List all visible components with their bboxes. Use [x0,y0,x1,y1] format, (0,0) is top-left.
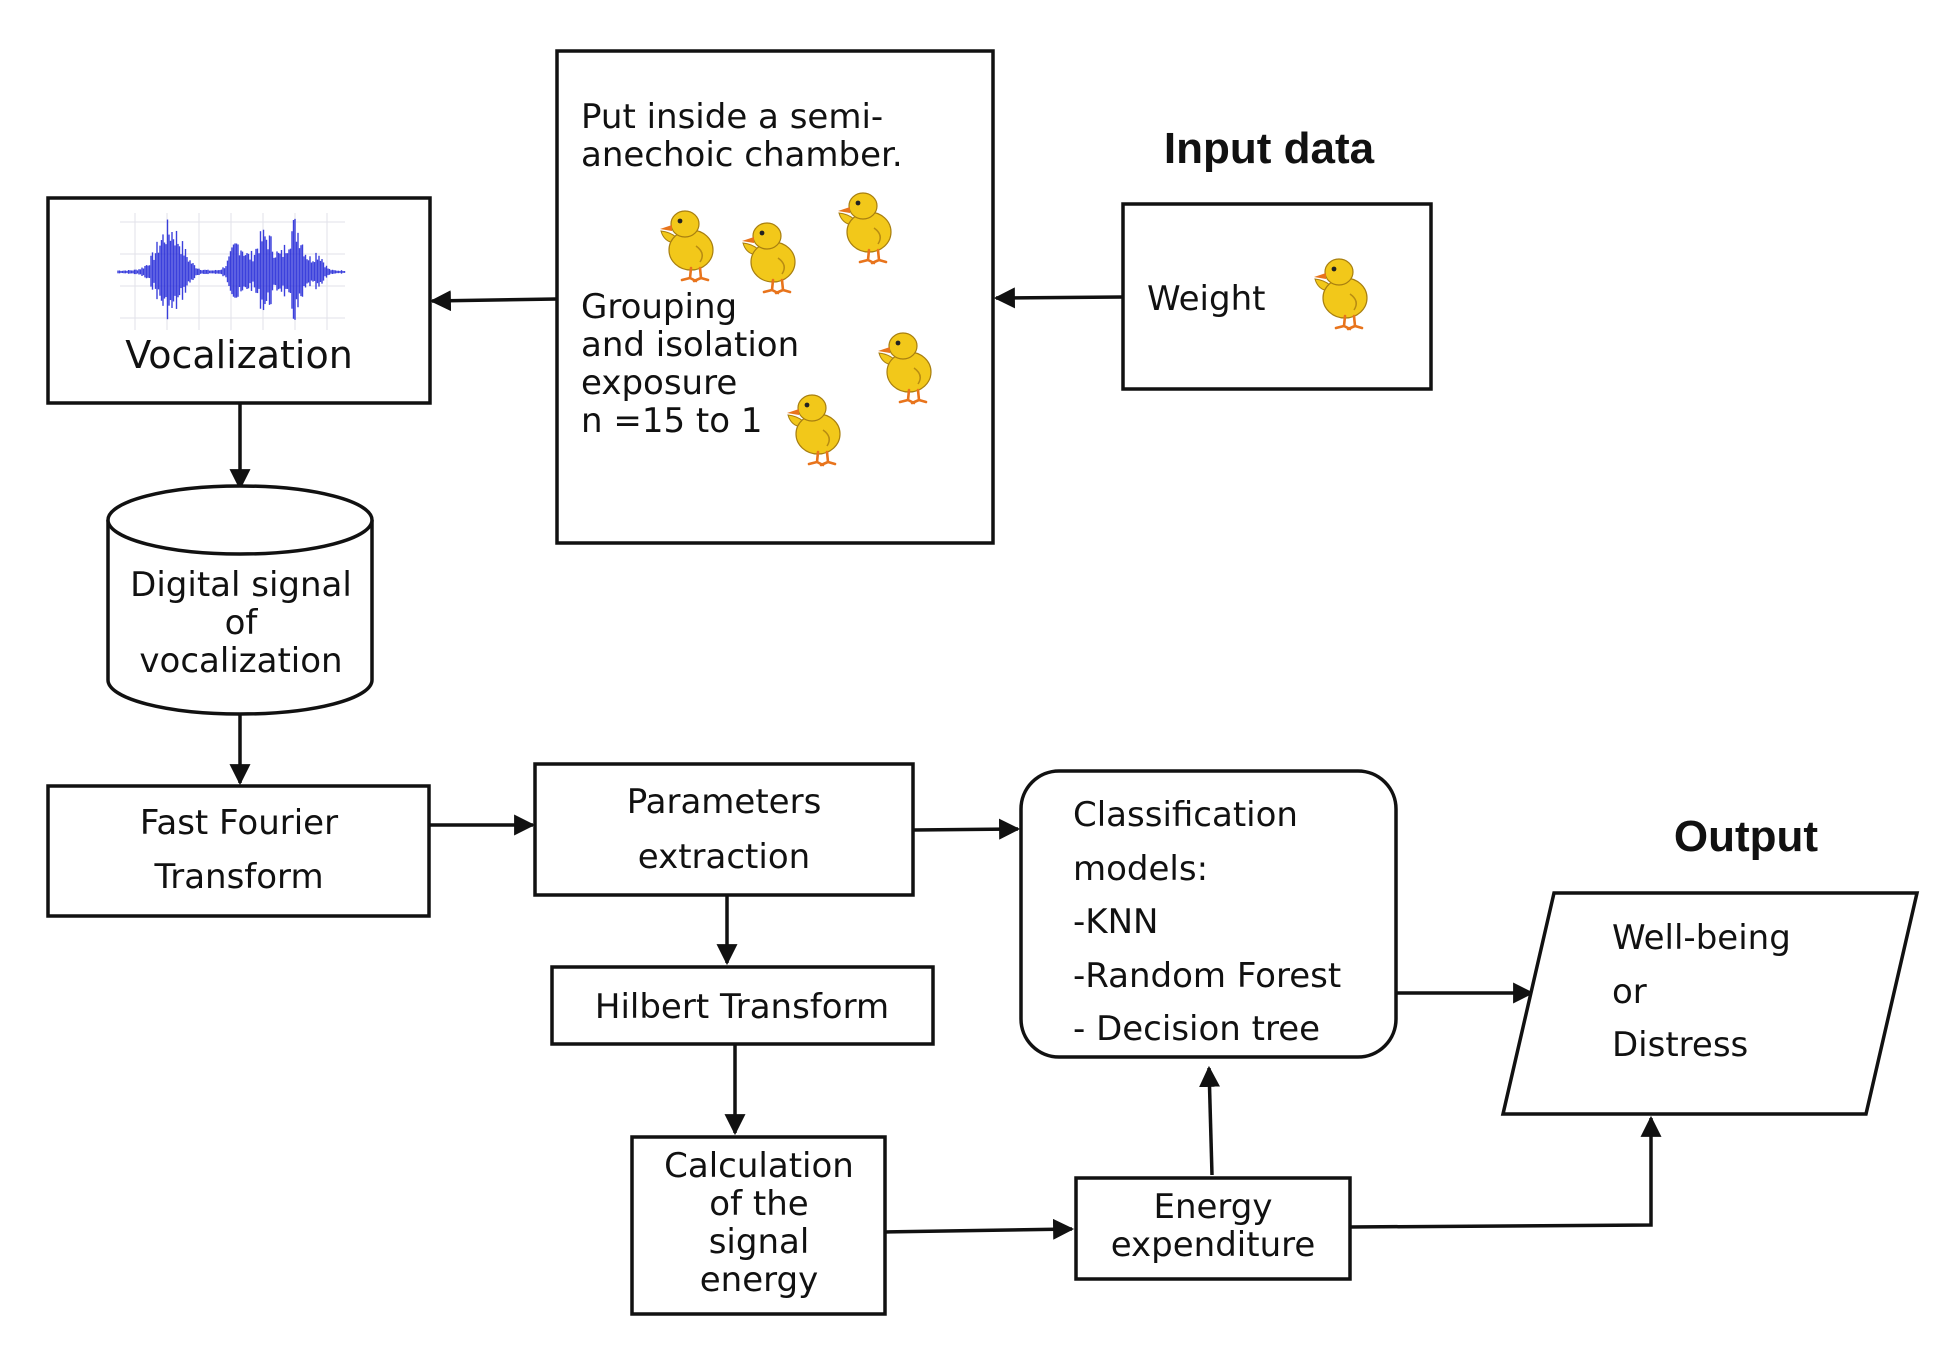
vocalization-label: Vocalization [125,333,353,377]
hilbert-transform-box: Hilbert Transform [550,965,935,1046]
weight-box: Weight [1121,202,1433,391]
digital-signal-cylinder: Digital signal of vocalization [106,484,374,716]
arrow-icon [1349,1115,1662,1229]
chamber-text-line2: anechoic chamber. [581,135,903,175]
signal-energy-calculation-box: Calculation of the signal energy [630,1135,887,1316]
connectors [229,287,1662,1240]
grouping-text-line1: Grouping [581,287,737,327]
fft-box: Fast Fourier Transform [46,784,431,918]
output-line1: Well-being [1612,918,1791,958]
classification-line2: models: [1073,849,1208,889]
calc-line1: Calculation [664,1146,854,1186]
arrow-icon [429,290,558,312]
output-box: Well-being or Distress [1500,891,1920,1116]
params-line2: extraction [638,837,810,877]
digital-signal-line3: vocalization [139,641,342,681]
energy-line2: expenditure [1111,1225,1316,1265]
fft-line1: Fast Fourier [140,803,338,843]
classification-line1: Classification [1073,795,1298,835]
classification-line3: -KNN [1073,902,1158,942]
params-line1: Parameters [627,782,822,822]
weight-label: Weight [1147,279,1265,319]
arrow-icon [912,818,1021,840]
grouping-text-line3: exposure [581,363,737,403]
digital-signal-line2: of [225,603,259,643]
arrow-icon [993,287,1124,309]
classification-line5: - Decision tree [1073,1009,1320,1049]
arrow-icon [884,1218,1075,1240]
classification-line4: -Random Forest [1073,956,1341,996]
output-line3: Distress [1612,1025,1748,1065]
calc-line4: energy [700,1260,818,1300]
classification-models-box: Classification models: -KNN -Random Fore… [1019,769,1398,1059]
chamber-box: Put inside a semi- anechoic chamber. Gro… [555,49,995,545]
output-line2: or [1612,972,1647,1012]
energy-expenditure-box: Energy expenditure [1074,1176,1352,1281]
calc-line3: signal [709,1222,810,1262]
input-data-heading: Input data [1164,124,1375,173]
parameters-extraction-box: Parameters extraction [533,762,915,897]
waveform-icon [117,213,346,330]
grouping-text-line2: and isolation [581,325,799,365]
hilbert-label: Hilbert Transform [595,987,889,1027]
digital-signal-line1: Digital signal [130,565,352,605]
vocalization-box: Vocalization [46,196,432,405]
arrow-icon [1199,1065,1221,1176]
output-heading: Output [1674,812,1819,861]
energy-line1: Energy [1153,1187,1272,1227]
chamber-text-line1: Put inside a semi- [581,97,883,137]
calc-line2: of the [709,1184,808,1224]
fft-line2: Transform [153,857,323,897]
grouping-text-line4: n =15 to 1 [581,401,763,441]
